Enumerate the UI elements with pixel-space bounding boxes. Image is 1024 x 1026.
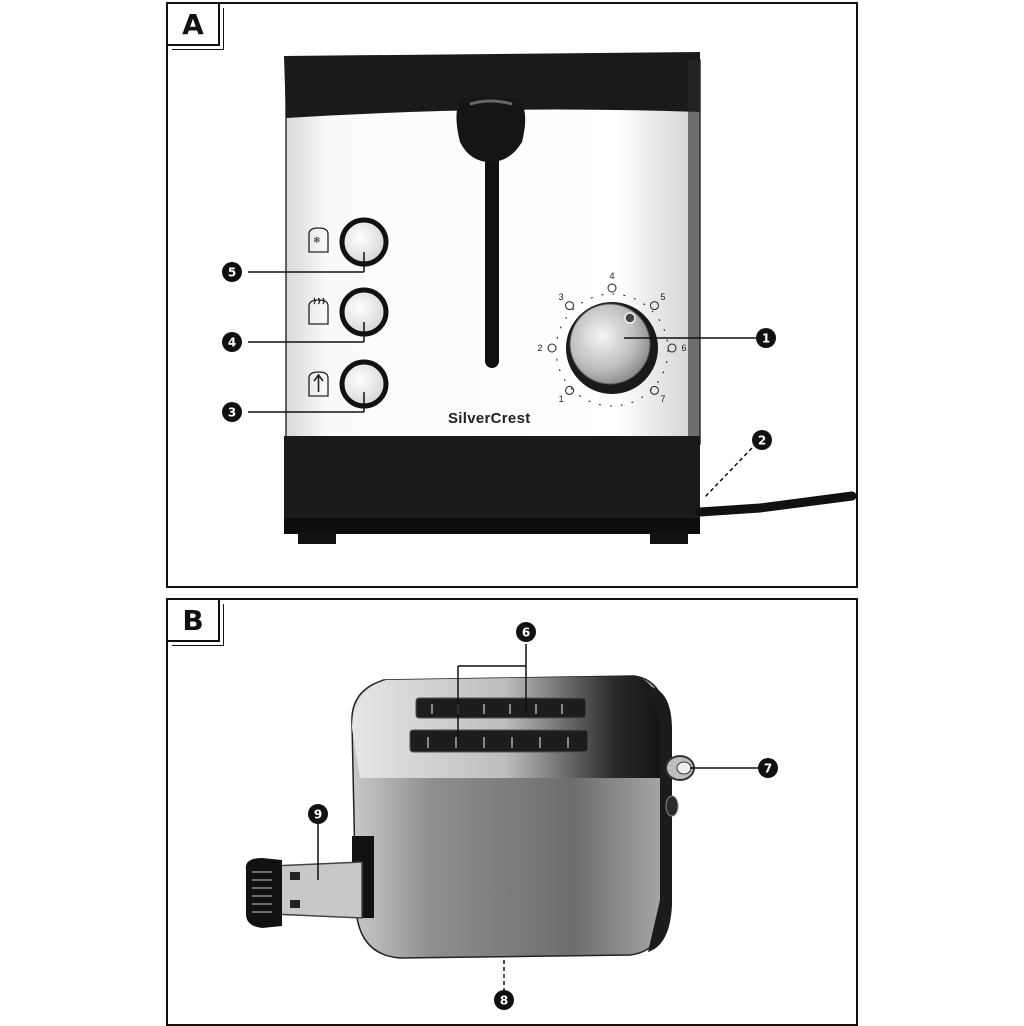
crumb-tray[interactable]	[245, 836, 374, 928]
dial-marker-3	[565, 301, 575, 311]
dial-number-5: 5	[660, 292, 665, 302]
callout-6-label: 6	[522, 626, 530, 640]
side-control[interactable]	[665, 755, 695, 817]
callout-9: 9	[308, 804, 328, 824]
callout-1: 1	[756, 328, 776, 348]
callout-5: 5	[222, 262, 242, 282]
svg-text:❄: ❄	[313, 236, 321, 246]
defrost-icon: ❄	[308, 227, 329, 253]
dial-marker-4	[607, 283, 617, 293]
callout-3-label: 3	[228, 406, 236, 420]
toaster-base	[284, 436, 700, 520]
callout-6: 6	[516, 622, 536, 642]
callout-2-label: 2	[758, 434, 766, 448]
reheat-icon	[308, 297, 329, 325]
lever-slot	[485, 150, 499, 368]
dial-number-1: 1	[559, 394, 564, 404]
dial-marker-6	[667, 343, 677, 353]
callout-4: 4	[222, 332, 242, 352]
browning-dial-numbers: 1 2 3 4 5 6 7	[537, 271, 686, 404]
callout-3: 3	[222, 402, 242, 422]
callout-9-label: 9	[314, 808, 322, 822]
callout-8: 8	[494, 990, 514, 1010]
dial-number-2: 2	[537, 343, 542, 353]
callout-2: 2	[752, 430, 772, 450]
browning-control-dial[interactable]	[555, 293, 669, 407]
dial-number-3: 3	[559, 292, 564, 302]
dial-marker-5	[649, 301, 659, 311]
lever-handle[interactable]	[456, 98, 526, 162]
dial-marker-7	[649, 385, 659, 395]
dial-marker-1	[565, 385, 575, 395]
callout-8-label: 8	[500, 994, 508, 1008]
toaster-top	[352, 676, 660, 778]
panel-b-label: B	[166, 598, 224, 646]
callout-7-label: 7	[764, 762, 772, 776]
dial-number-7: 7	[660, 394, 665, 404]
callout-1-label: 1	[762, 332, 770, 346]
dial-number-6: 6	[681, 343, 686, 353]
dial-marker-2	[547, 343, 557, 353]
callout-7: 7	[758, 758, 778, 778]
panel-a-label: A	[166, 2, 224, 50]
toaster-front-view: ❄ SilverCrest 1 2 3 4 5 6 7	[248, 52, 857, 544]
callout-5-label: 5	[228, 266, 236, 280]
power-cord	[695, 491, 857, 517]
brand-logo: SilverCrest	[448, 410, 531, 427]
callout-4-label: 4	[228, 336, 236, 350]
toaster-perspective-view	[245, 644, 758, 990]
cancel-icon	[308, 371, 329, 397]
toaster-top-rim	[284, 52, 700, 118]
dial-number-4: 4	[609, 271, 614, 281]
